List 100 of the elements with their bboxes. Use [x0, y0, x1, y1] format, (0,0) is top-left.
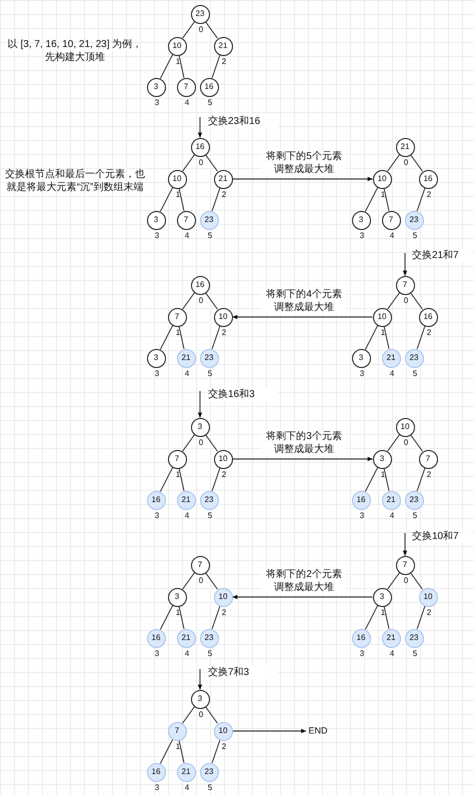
index-label: 4	[390, 512, 394, 520]
index-label: 5	[208, 232, 212, 240]
arrow	[198, 116, 202, 138]
index-label: 1	[176, 471, 180, 479]
tree-edge-line	[212, 606, 220, 630]
tree-edge-line	[410, 292, 423, 310]
index-label: 0	[404, 577, 408, 585]
index-label: 2	[222, 743, 226, 751]
index-label: 3	[360, 650, 364, 658]
index-label: 5	[208, 650, 212, 658]
tree-edge-line	[178, 468, 184, 492]
index-label: 1	[176, 743, 180, 751]
index-label: 0	[198, 26, 204, 34]
index-label: 1	[176, 329, 180, 337]
index-label: 3	[360, 370, 364, 378]
tree-edge-line	[160, 54, 174, 79]
heap-node-circle: 3	[190, 418, 210, 436]
tree-edge-line	[160, 187, 174, 212]
index-label: 2	[222, 191, 226, 199]
heap-node-circle: 16	[418, 170, 438, 188]
heap-node-circle: 10	[214, 308, 232, 326]
index-label: 2	[222, 471, 226, 479]
heap-node-circle: 16	[190, 276, 210, 294]
end-text: END	[308, 724, 328, 738]
edge-label: 将剩下的2个元素调整成最大堆	[262, 568, 346, 594]
arrow	[232, 728, 307, 734]
heap-node-circle: 3	[352, 348, 370, 368]
heap-node-circle: 16	[352, 490, 370, 510]
tree-edge-line	[364, 325, 378, 350]
heap-node-circle: 7	[168, 722, 186, 740]
heap-node-circle: 23	[200, 762, 218, 782]
heap-node-circle: 7	[190, 556, 210, 574]
arrow	[232, 456, 374, 462]
heap-node-circle: 10	[214, 722, 232, 740]
heap-node-circle: 3	[146, 210, 166, 230]
heap-node-circle: 21	[176, 628, 196, 648]
tree-edge-line	[205, 572, 218, 590]
heap-node-circle: 7	[168, 450, 186, 468]
heap-node-circle: 10	[168, 170, 186, 188]
heap-node-circle: 21	[382, 348, 400, 368]
heap-node-circle: 3	[372, 450, 392, 468]
index-label: 4	[390, 232, 394, 240]
index-label: 3	[154, 232, 160, 240]
index-label: 4	[390, 650, 394, 658]
heap-node-circle: 7	[176, 210, 196, 230]
heap-node-circle: 21	[214, 170, 232, 188]
index-label: 2	[222, 58, 226, 66]
index-label: 3	[154, 512, 160, 520]
index-label: 5	[412, 512, 418, 520]
heap-node-circle: 16	[146, 490, 166, 510]
edge-label: 交换23和16	[208, 115, 278, 128]
heap-node-circle: 7	[396, 276, 414, 294]
tree-edge-line	[178, 326, 184, 350]
heap-node-circle: 23	[200, 348, 218, 368]
index-label: 5	[208, 99, 212, 107]
tree-edge-line	[182, 154, 195, 172]
index-label: 2	[426, 191, 432, 199]
heap-node-circle: 7	[168, 308, 186, 326]
heap-node-circle: 3	[372, 588, 392, 606]
arrow	[198, 668, 202, 690]
index-label: 1	[380, 471, 386, 479]
heap-node-circle: 21	[214, 36, 232, 56]
heap-node-circle: 3	[146, 78, 166, 96]
heap-node-circle: 23	[200, 628, 218, 648]
index-label: 5	[208, 512, 212, 520]
heap-node-circle: 21	[176, 490, 196, 510]
heap-node-circle: 7	[176, 78, 196, 96]
heap-node-circle: 16	[200, 78, 218, 96]
tree-edge-line	[410, 434, 423, 452]
heap-node-circle: 7	[418, 450, 438, 468]
tree-edge-line	[178, 188, 184, 212]
heap-node-circle: 3	[146, 348, 166, 368]
arrow	[402, 532, 408, 556]
heap-node-circle: 7	[382, 210, 400, 230]
tree-edge-line	[384, 188, 390, 212]
note-text: 交换根节点和最后一个元素，也就是将最大元素“沉”到数组末端	[4, 168, 146, 194]
index-label: 3	[154, 370, 160, 378]
tree-edge-line	[416, 326, 426, 350]
index-label: 0	[404, 159, 408, 167]
tree-edge-line	[410, 154, 423, 172]
edge-label: 交换16和3	[208, 388, 278, 401]
tree-edge-line	[212, 188, 220, 212]
tree-edge-line	[364, 605, 378, 630]
edge-label: 交换7和3	[208, 666, 278, 679]
edge-label: 将剩下的3个元素调整成最大堆	[262, 430, 346, 456]
tree-edge-line	[212, 326, 220, 350]
heap-node-circle: 23	[200, 210, 218, 230]
index-label: 1	[380, 191, 386, 199]
heap-node-circle: 16	[190, 138, 210, 156]
index-label: 5	[208, 370, 212, 378]
arrow	[232, 314, 373, 320]
index-label: 4	[184, 784, 190, 792]
tree-edge-line	[416, 188, 426, 212]
heap-node-circle: 23	[404, 490, 424, 510]
tree-edge-line	[182, 706, 195, 724]
index-label: 2	[426, 609, 432, 617]
heap-node-circle: 10	[214, 588, 232, 606]
tree-edge-line	[212, 54, 220, 78]
index-label: 2	[426, 471, 432, 479]
index-label: 3	[154, 650, 160, 658]
